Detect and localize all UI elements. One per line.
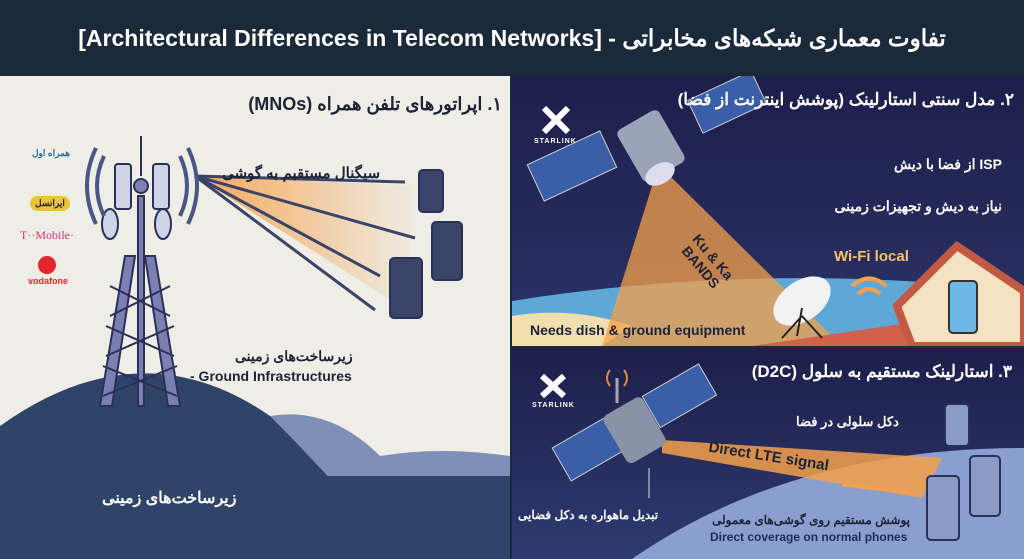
dish-icon [773,276,831,326]
infra-label-fa: زیرساخت‌های زمینی [235,348,353,364]
tower-in-space-label: دکل سلولی در فضا [796,414,899,429]
satellite-icon [526,76,767,202]
signal-beam [195,176,420,306]
infra-label-en: - Ground Infrastructures [190,368,352,384]
dish-stand [781,307,823,339]
starlink-logo [539,373,567,399]
vodafone-icon [38,256,56,274]
d2c-illustration [539,363,1024,559]
phone-icons [926,403,1001,541]
satellite-icon [551,363,718,482]
panel-mno: ۱. اپراتورهای تلفن همراه (MNOs) سیگنال م… [0,76,510,559]
ground [0,476,510,559]
starlink-brand: STARLINK [534,138,577,145]
sat-label: تبدیل ماهواره به دکل فضایی [518,508,659,522]
wifi-label: Wi-Fi local [834,248,909,265]
panel1-heading: ۱. اپراتورهای تلفن همراه (MNOs) [248,94,502,114]
tower-illustration [0,136,510,559]
isp-label: ISP از فضا با دیش [893,156,1002,172]
logo-tmobile: T··Mobile· [20,228,74,242]
wifi-icon [850,276,888,296]
ground-label: زیرساخت‌های زمینی [102,490,237,507]
logo-hamrah-aval: همراه اول [32,148,71,158]
logo-vodafone: vodafone [28,276,69,286]
lte-beam [662,440,942,498]
needs-label-en: Needs dish & ground equipment [530,322,746,338]
header: تفاوت معماری شبکه‌های مخابراتی - [Archit… [0,0,1024,76]
logo-irancell: ایرانسل [30,196,70,211]
page-title: تفاوت معماری شبکه‌های مخابراتی - [Archit… [78,24,946,51]
starlink-illustration [512,76,1024,346]
antenna-waves-icon [606,369,628,387]
phone-icons [389,169,463,319]
panel-starlink-d2c: ۳. استارلینک مستقیم به سلول (D2C) STARLI… [512,348,1024,559]
coverage-label-en: Direct coverage on normal phones [710,530,908,544]
phone-icon [948,280,978,334]
coverage-label-fa: پوشش مستقیم روی گوشی‌های معمولی [712,513,910,527]
signal-label: سیگنال مستقیم به گوشی [222,165,381,182]
arrow [841,483,913,495]
starlink-brand: STARLINK [532,402,575,409]
panel3-heading: ۳. استارلینک مستقیم به سلول (D2C) [751,362,1012,381]
signal-arrows [194,174,416,312]
tower-icon [85,136,199,407]
land [512,312,632,346]
needs-label-fa: نیاز به دیش و تجهیزات زمینی [834,198,1002,214]
starlink-logo [541,105,571,135]
panel-starlink-traditional: ۲. مدل سنتی استارلینک (پوشش اینترنت از ف… [512,76,1024,346]
panel2-heading: ۲. مدل سنتی استارلینک (پوشش اینترنت از ف… [677,90,1014,109]
